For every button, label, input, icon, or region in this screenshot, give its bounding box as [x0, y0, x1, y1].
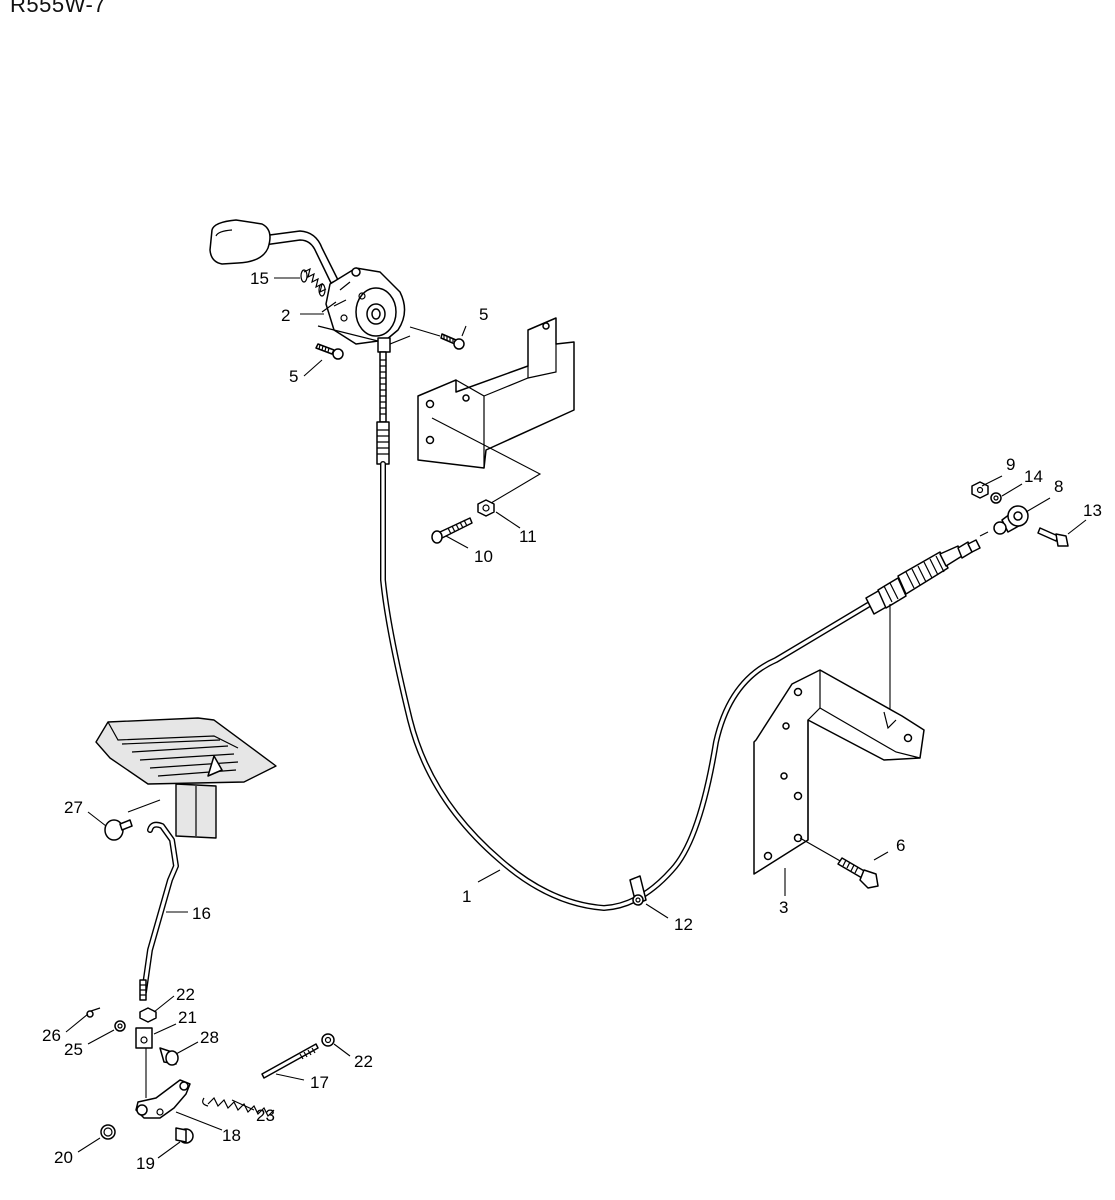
- callout-9: 9: [1006, 455, 1015, 474]
- callout-23: 23: [256, 1106, 275, 1125]
- callout-8: 8: [1054, 477, 1063, 496]
- nut-9: [971, 481, 989, 499]
- callout-15: 15: [250, 269, 269, 288]
- callout-11: 11: [519, 527, 537, 546]
- lower-mounting-bracket: [753, 669, 925, 875]
- pin-26: [86, 1007, 101, 1018]
- rod-end-8: [979, 505, 1029, 537]
- nut-11: [477, 499, 495, 517]
- callout-22-lower: 22: [354, 1052, 373, 1071]
- callout-6: 6: [896, 836, 905, 855]
- callout-19: 19: [136, 1154, 155, 1173]
- callout-leaders: [65, 277, 1087, 1159]
- bolt-5-lower: [315, 343, 344, 360]
- callout-18: 18: [222, 1126, 241, 1145]
- callout-25: 25: [64, 1040, 83, 1059]
- callout-5-lower: 5: [289, 367, 298, 386]
- callout-10: 10: [474, 547, 493, 566]
- washer-25: [114, 1020, 126, 1032]
- callout-26: 26: [42, 1026, 61, 1045]
- callout-5-upper: 5: [479, 305, 488, 324]
- callout-20: 20: [54, 1148, 73, 1167]
- callout-27: 27: [64, 798, 83, 817]
- callout-22-upper: 22: [176, 985, 195, 1004]
- control-lever-assembly: [209, 219, 411, 353]
- callout-labels: 1 2 3 5 5 6 8 9 10 11 12 13 14 15 16 17 …: [42, 269, 1102, 1173]
- callout-1: 1: [462, 887, 471, 906]
- pin-27: [104, 819, 133, 841]
- callout-17: 17: [310, 1073, 329, 1092]
- callout-14: 14: [1024, 467, 1043, 486]
- cable-clamp-12: [629, 875, 647, 906]
- bushing-19: [175, 1127, 194, 1144]
- pedal-rod-16: [139, 821, 179, 1001]
- bolt-13: [1037, 527, 1069, 547]
- lever-18: [135, 1079, 191, 1119]
- upper-mounting-bracket: [417, 317, 575, 507]
- bolt-5-upper: [409, 326, 465, 350]
- washer-14: [990, 492, 1002, 504]
- foot-pedal: [95, 717, 277, 839]
- control-cable: [376, 351, 981, 911]
- callout-21: 21: [178, 1008, 197, 1027]
- rod-17: [261, 1043, 319, 1079]
- snap-ring-20: [100, 1124, 116, 1140]
- bolt-10: [431, 517, 473, 544]
- callout-3: 3: [779, 898, 788, 917]
- bolt-6: [837, 857, 879, 889]
- callout-28: 28: [200, 1028, 219, 1047]
- nut-22-lower: [321, 1033, 335, 1047]
- pin-28: [159, 1047, 179, 1066]
- callout-16: 16: [192, 904, 211, 923]
- callout-12: 12: [674, 915, 693, 934]
- model-code: R555W-7: [10, 0, 107, 17]
- clevis-21: [135, 1027, 153, 1098]
- nut-22-upper: [139, 1007, 157, 1023]
- callout-2: 2: [281, 306, 290, 325]
- spring-23: [202, 1096, 275, 1118]
- callout-13: 13: [1083, 501, 1102, 520]
